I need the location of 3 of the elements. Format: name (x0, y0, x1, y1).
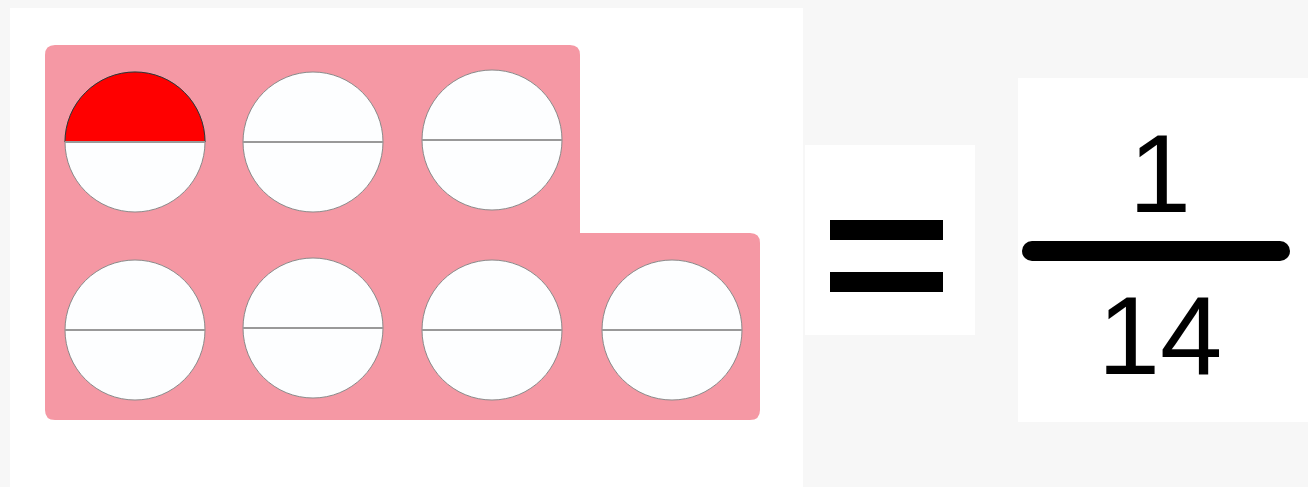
numerator: 1 (1127, 118, 1193, 230)
fraction-bar (1022, 241, 1290, 261)
denominator: 14 (1096, 280, 1224, 392)
